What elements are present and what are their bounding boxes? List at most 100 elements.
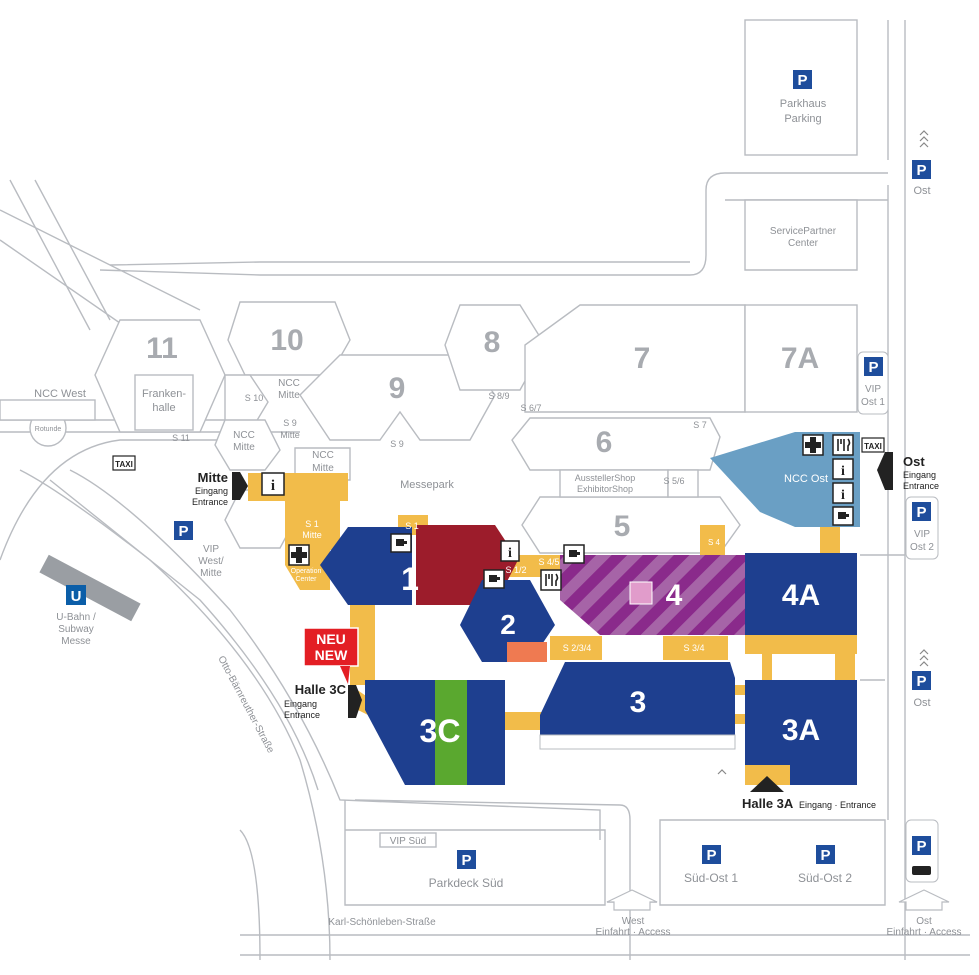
hall-10-number: 10 — [270, 324, 303, 357]
hall-4a — [745, 553, 857, 635]
entrance-mitte-sub1: Eingang — [195, 486, 228, 496]
parking-bus — [905, 819, 939, 883]
passage-s6-7: S 6/7 — [520, 403, 541, 413]
info-icon: i — [832, 458, 854, 480]
hall-2 — [460, 580, 555, 662]
passage-labels: S 1 S 1 Mitte S 1/2 S 4/5 S 4 S 2/3/4 S … — [172, 391, 720, 653]
svg-text:U: U — [71, 588, 82, 605]
entrance-arrow-icon — [348, 685, 362, 718]
ncc-mitte-2-label-2: Mitte — [233, 442, 255, 453]
hall-6 — [511, 417, 721, 471]
parking-icon — [912, 671, 931, 690]
ubahn-label-3: Messe — [61, 636, 91, 647]
servicepartner-label-2: Center — [788, 238, 819, 249]
parking-vip-ost1: VIP Ost 1 — [857, 351, 889, 415]
hall-1-number: 1 — [401, 561, 419, 597]
parking-icon — [864, 357, 883, 376]
hall-3 — [540, 662, 735, 735]
ausstellershop-label-1: AusstellerShop — [575, 473, 636, 483]
entrances: Mitte Eingang Entrance Ost Eingang Entra… — [192, 452, 939, 811]
hall-4-square — [629, 581, 653, 605]
entrance-ost-sub2: Entrance — [903, 481, 939, 491]
operation-center-label-1: Operation — [291, 568, 322, 575]
access-arrow-icon — [717, 769, 727, 775]
hall-4a-number: 4A — [782, 579, 820, 612]
cafe-icon — [483, 569, 505, 589]
ncc-mitte-mid — [214, 419, 281, 471]
svg-text:Ost 1: Ost 1 — [861, 397, 885, 408]
passage-s1-mitte-1: S 1 — [305, 519, 319, 529]
taxi-icon: TAXI — [112, 455, 136, 471]
taxi-icon: TAXI — [861, 437, 885, 453]
street-karl: Karl-Schönleben-Straße — [328, 917, 436, 928]
parking-icon — [457, 850, 476, 869]
building-labels: NCC West Franken- halle Rotunde NCC Mitt… — [34, 98, 837, 583]
svg-text:i: i — [841, 488, 845, 503]
parking-icon — [174, 521, 193, 540]
hall-2-number: 2 — [500, 609, 516, 640]
passage-s9-mitte-2: Mitte — [280, 430, 300, 440]
ubahn-track — [39, 554, 141, 622]
hall-5-number: 5 — [614, 510, 631, 543]
first-aid-icon — [802, 434, 824, 456]
hall-3-strip — [539, 734, 736, 750]
svg-text:Süd-Ost 2: Süd-Ost 2 — [798, 871, 852, 885]
entrance-ost-sub1: Eingang — [903, 470, 936, 480]
parking-icon — [912, 836, 931, 855]
hall-3c-green — [435, 680, 467, 785]
access-west: West Einfahrt · Access — [595, 889, 671, 938]
frankenhalle-label-1: Franken- — [142, 388, 186, 400]
ncc-ost-label: NCC Ost — [784, 473, 828, 485]
messepark-label: Messepark — [400, 479, 454, 491]
passage-s1-2: S 1/2 — [505, 565, 526, 575]
passage-s9: S 9 — [390, 439, 404, 449]
passage-s4: S 4 — [708, 538, 721, 547]
hall-7a-number: 7A — [781, 342, 819, 375]
parking-icon — [912, 502, 931, 521]
street-otto: Otto-Bärnreuther-Straße — [215, 654, 276, 755]
entrance-ost-title: Ost — [903, 454, 925, 469]
parking-vip-sued-label: VIP Süd — [390, 836, 427, 847]
ncc-west-link — [0, 399, 96, 421]
new-badge-line2: NEW — [315, 647, 348, 663]
passage-s2-3-4: S 2/3/4 — [563, 643, 592, 653]
passage-s4-5: S 4/5 — [538, 557, 559, 567]
restaurant-icon — [540, 569, 562, 591]
hall-7 — [524, 304, 746, 413]
passage-s7: S 7 — [693, 420, 707, 430]
passage-s5-6: S 5/6 — [663, 476, 684, 486]
passage-s1: S 1 — [405, 521, 419, 531]
info-icon: i — [500, 540, 520, 562]
hall-5-6-link — [667, 469, 699, 498]
passage-s9-mitte-1: S 9 — [283, 418, 297, 428]
frankenhalle-label-2: halle — [152, 402, 175, 414]
entrance-arrow-icon — [877, 452, 893, 490]
hall-3a — [745, 680, 857, 785]
svg-text:Parkdeck Süd: Parkdeck Süd — [429, 876, 504, 890]
entrance-arrow-icon — [232, 472, 248, 500]
hall-3-number: 3 — [630, 686, 647, 719]
svg-text:Ost 2: Ost 2 — [910, 542, 934, 553]
first-aid-icon — [288, 544, 310, 566]
svg-text:i: i — [841, 464, 845, 479]
hall-2-orange — [507, 642, 547, 662]
hall-numbers: 11 10 9 8 7 7A 6 5 1 2 4 4A 3 3C 3A — [146, 324, 820, 749]
svg-text:Mitte: Mitte — [200, 568, 222, 579]
ubahn: U U-Bahn / Subway Messe — [56, 585, 96, 647]
parkhaus-label-2: Parking — [784, 113, 821, 125]
parking-vip-west: VIP West/ Mitte — [174, 521, 224, 579]
new-badge-line1: NEU — [316, 631, 346, 647]
parking-parkdeck-sued: Parkdeck Süd — [429, 850, 504, 890]
ubahn-icon: U — [66, 585, 86, 605]
ncc-mitte-3-label-2: Mitte — [312, 463, 334, 474]
passage-s11: S 11 — [172, 433, 190, 443]
ncc-mitte-block — [294, 447, 351, 481]
hall-11-number: 11 — [146, 332, 178, 365]
svg-text:VIP: VIP — [865, 384, 881, 395]
entrance-mitte-sub2: Entrance — [192, 497, 228, 507]
operation-center-label-2: Center — [295, 576, 317, 583]
access-west-line1: West — [622, 916, 645, 927]
new-badge: NEU NEW — [303, 627, 359, 684]
ncc-mitte-3-label-1: NCC — [312, 450, 334, 461]
parking-icon — [816, 845, 835, 864]
